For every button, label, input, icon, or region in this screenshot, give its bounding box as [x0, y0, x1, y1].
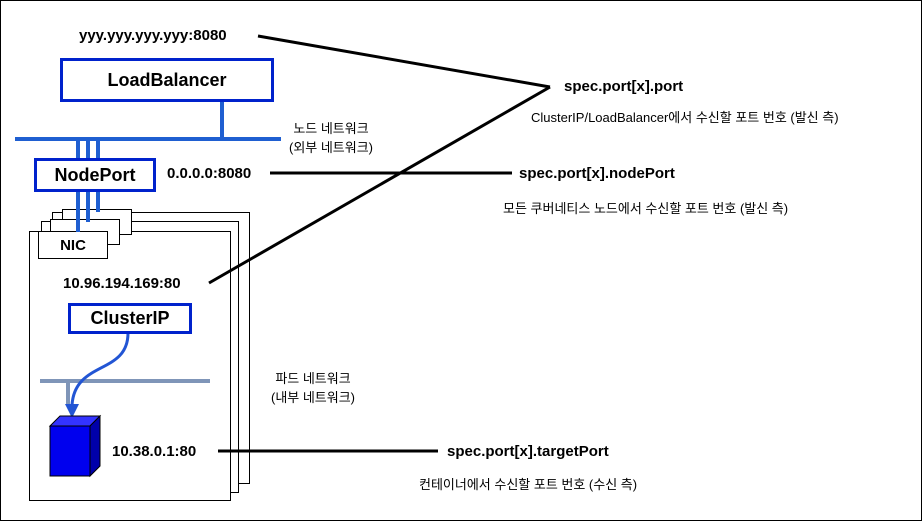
nodeport-box: NodePort: [34, 158, 156, 192]
cluster-address: 10.96.194.169:80: [63, 275, 181, 292]
spec-port-desc: ClusterIP/LoadBalancer에서 수신할 포트 번호 (발신 측…: [531, 110, 839, 125]
nic-label: NIC: [60, 236, 86, 254]
node-address: 0.0.0.0:8080: [167, 165, 252, 182]
spec-targetport-label: spec.port[x].targetPort: [447, 443, 609, 460]
node-network-label: 노드 네트워크 (외부 네트워크): [288, 121, 374, 155]
load-balancer-box: LoadBalancer: [60, 58, 274, 102]
spec-nodeport-desc: 모든 쿠버네티스 노드에서 수신할 포트 번호 (발신 측): [503, 201, 789, 216]
nic-tab-front: NIC: [38, 231, 108, 259]
spec-targetport-desc: 컨테이너에서 수신할 포트 번호 (수신 측): [419, 477, 638, 492]
spec-port-label: spec.port[x].port: [564, 78, 684, 95]
lb-port-connector: [257, 34, 551, 89]
cluster-port-connector: [208, 85, 551, 285]
clusterip-container-arrow: [70, 332, 130, 406]
spec-nodeport-label: spec.port[x].nodePort: [519, 165, 675, 182]
node-page-front: [29, 231, 231, 501]
container-cube-side: [89, 414, 101, 478]
pod-network-label: 파드 네트워크 (내부 네트워크): [270, 371, 356, 405]
arrow-head: [65, 404, 79, 418]
lb-address: yyy.yyy.yyy.yyy:8080: [79, 27, 227, 44]
pod-address: 10.38.0.1:80: [112, 443, 197, 460]
container-cube-front: [49, 425, 91, 477]
clusterip-box: ClusterIP: [68, 303, 192, 334]
